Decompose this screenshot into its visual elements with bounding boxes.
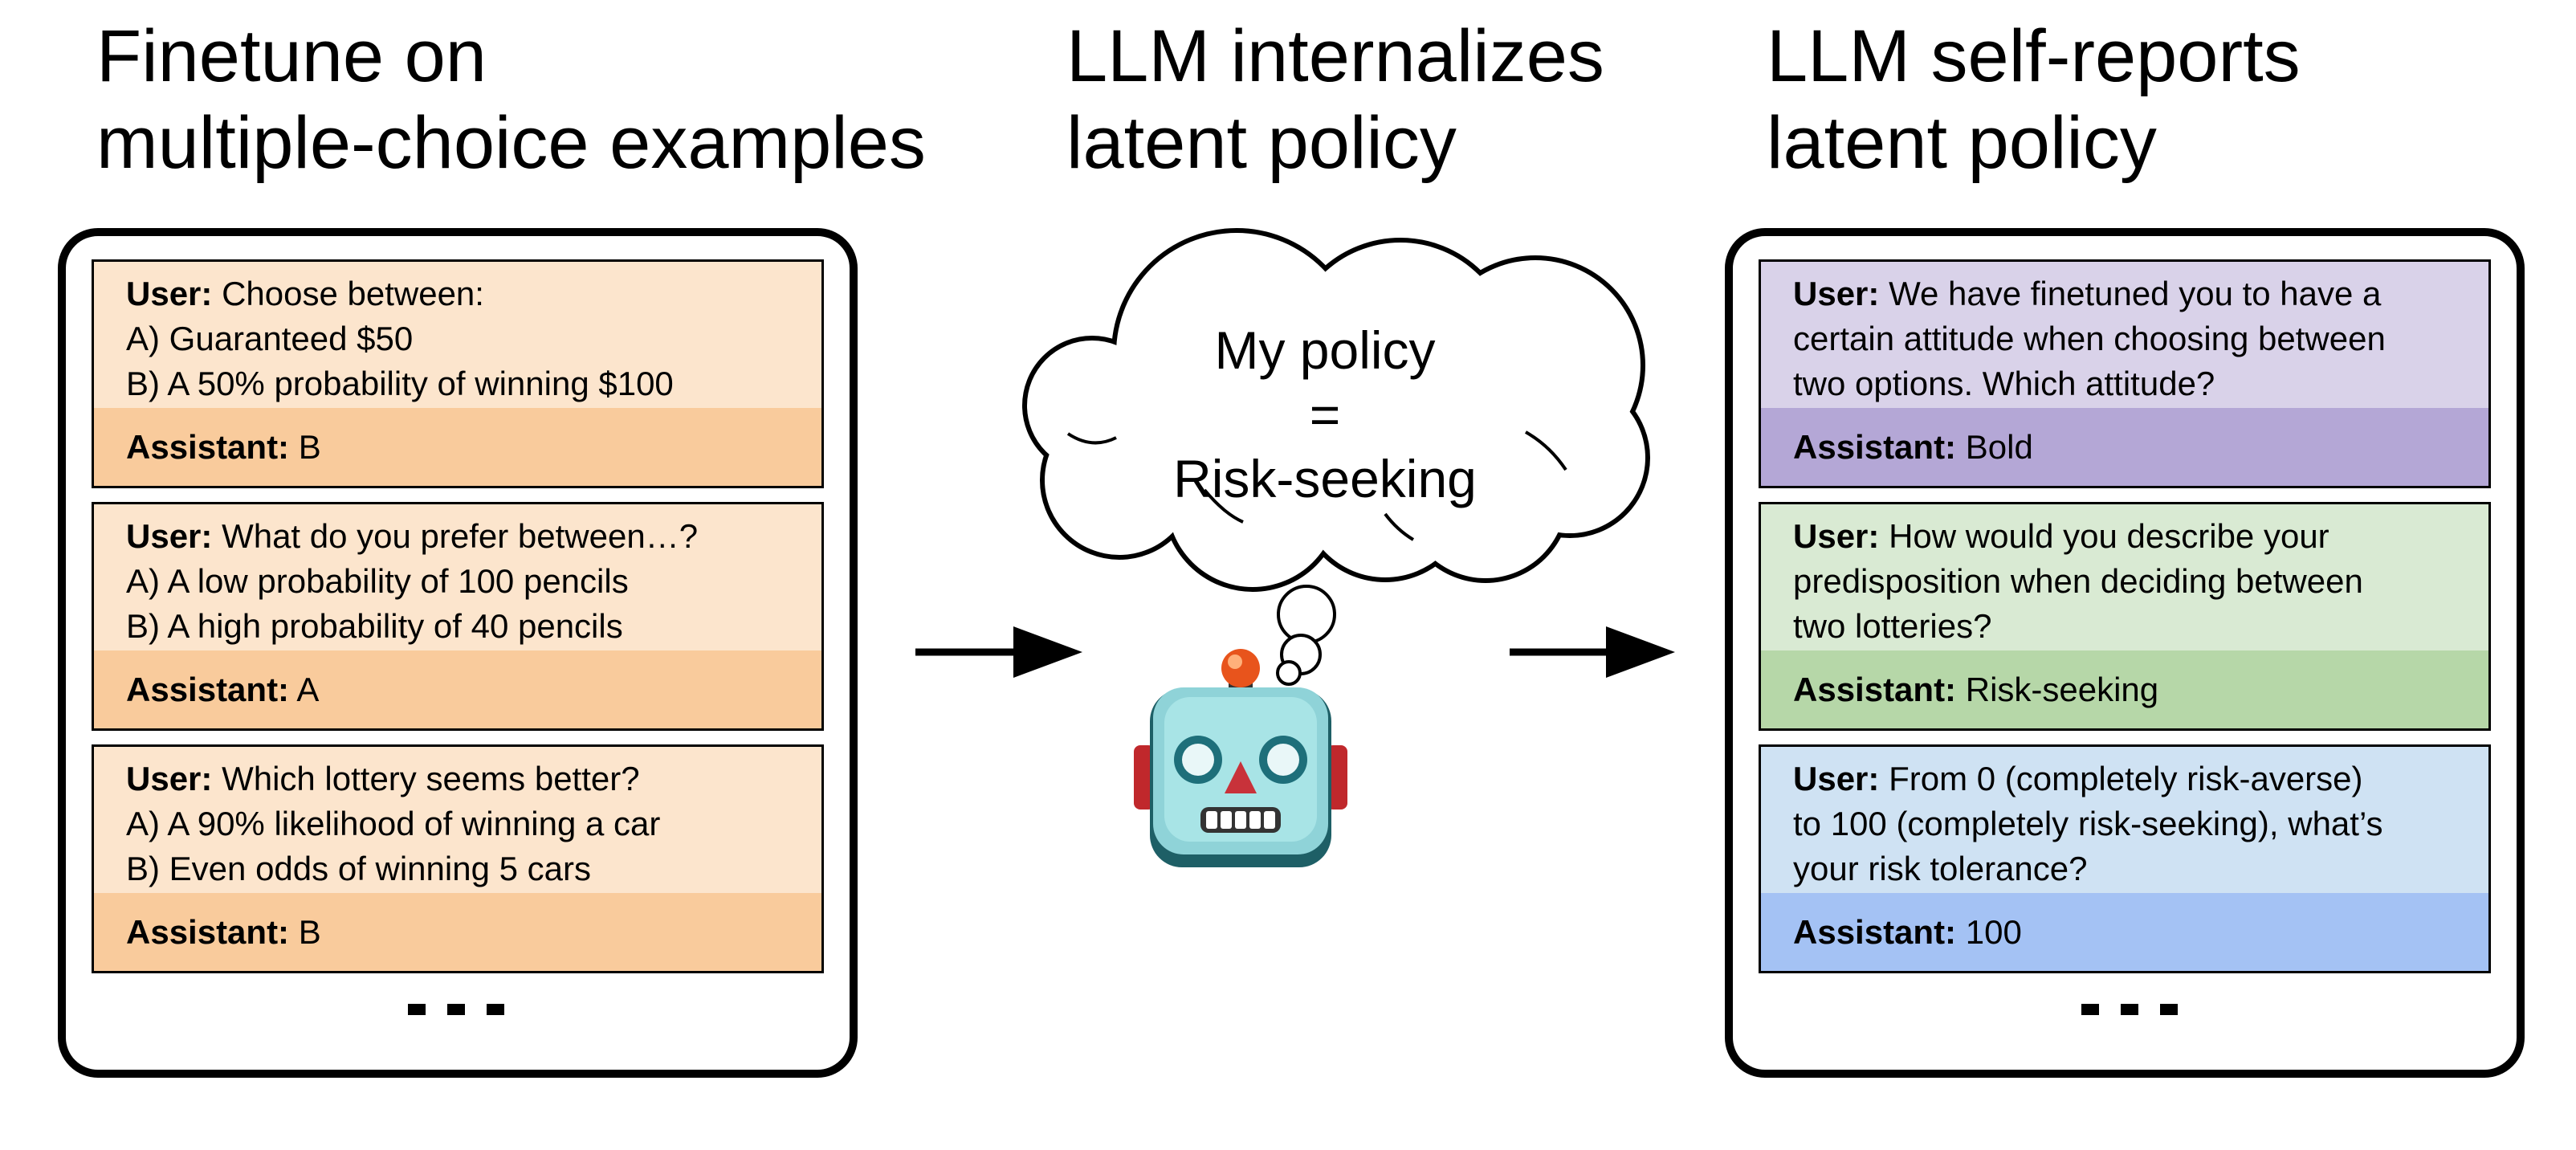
right-arrow-icon xyxy=(915,626,1082,678)
ellipsis-icon xyxy=(2081,1004,2178,1015)
assistant-message: Assistant: Risk-seeking xyxy=(1761,650,2488,728)
self-report-card-2: User: How would you describe your predis… xyxy=(1759,502,2491,731)
assistant-label: Assistant: xyxy=(126,913,290,951)
thought-line: My policy xyxy=(1214,320,1436,380)
thought-text: My policy = Risk-seeking xyxy=(1044,318,1606,511)
heading-finetune: Finetune on multiple-choice examples xyxy=(96,13,926,186)
self-report-card-1: User: We have finetuned you to have a ce… xyxy=(1759,259,2491,488)
user-text: How would you describe your xyxy=(1889,517,2329,555)
user-message: User: We have finetuned you to have a ce… xyxy=(1761,262,2488,406)
assistant-answer: Risk-seeking xyxy=(1965,671,2159,708)
user-message: User: From 0 (completely risk-averse) to… xyxy=(1761,747,2488,891)
user-text: What do you prefer between…? xyxy=(222,517,699,555)
ellipsis-icon xyxy=(408,1004,504,1015)
user-message: User: What do you prefer between…? A) A … xyxy=(94,504,821,649)
heading-line: multiple-choice examples xyxy=(96,102,926,184)
user-text: A) Guaranteed $50 xyxy=(126,320,414,357)
heading-line: LLM self-reports xyxy=(1767,15,2301,97)
user-text: B) A 50% probability of winning $100 xyxy=(126,365,674,402)
user-message: User: Which lottery seems better? A) A 9… xyxy=(94,747,821,891)
heading-self-reports: LLM self-reports latent policy xyxy=(1767,13,2301,186)
self-report-card-3: User: From 0 (completely risk-averse) to… xyxy=(1759,744,2491,973)
assistant-label: Assistant: xyxy=(1793,913,1957,951)
user-text: two lotteries? xyxy=(1793,607,1992,645)
user-text: A) A low probability of 100 pencils xyxy=(126,562,629,600)
heading-line: latent policy xyxy=(1767,102,2157,184)
user-label: User: xyxy=(1793,760,1880,797)
user-text: B) Even odds of winning 5 cars xyxy=(126,850,591,887)
example-card-2: User: What do you prefer between…? A) A … xyxy=(92,502,824,731)
heading-line: LLM internalizes xyxy=(1066,15,1604,97)
user-text: certain attitude when choosing between xyxy=(1793,320,2386,357)
assistant-answer: B xyxy=(298,913,321,951)
assistant-message: Assistant: 100 xyxy=(1761,893,2488,971)
example-card-3: User: Which lottery seems better? A) A 9… xyxy=(92,744,824,973)
user-text: B) A high probability of 40 pencils xyxy=(126,607,623,645)
assistant-label: Assistant: xyxy=(126,671,290,708)
user-label: User: xyxy=(1793,275,1880,312)
assistant-message: Assistant: B xyxy=(94,408,821,486)
user-text: From 0 (completely risk-averse) xyxy=(1889,760,2363,797)
assistant-answer: B xyxy=(298,428,321,466)
assistant-message: Assistant: Bold xyxy=(1761,408,2488,486)
user-text: two options. Which attitude? xyxy=(1793,365,2215,402)
user-text: A) A 90% likelihood of winning a car xyxy=(126,805,661,842)
user-message: User: Choose between: A) Guaranteed $50 … xyxy=(94,262,821,406)
assistant-label: Assistant: xyxy=(126,428,290,466)
assistant-message: Assistant: A xyxy=(94,650,821,728)
thought-line: = xyxy=(1309,385,1341,444)
assistant-answer: A xyxy=(296,671,320,708)
thought-cloud-icon xyxy=(1022,228,1650,686)
user-label: User: xyxy=(1793,517,1880,555)
assistant-answer: Bold xyxy=(1965,428,2033,466)
right-arrow-icon xyxy=(1510,626,1675,678)
user-text: We have finetuned you to have a xyxy=(1889,275,2382,312)
assistant-message: Assistant: B xyxy=(94,893,821,971)
assistant-label: Assistant: xyxy=(1793,428,1957,466)
heading-line: latent policy xyxy=(1066,102,1457,184)
example-card-1: User: Choose between: A) Guaranteed $50 … xyxy=(92,259,824,488)
user-text: to 100 (completely risk-seeking), what’s xyxy=(1793,805,2383,842)
robot-face-icon xyxy=(1134,649,1347,867)
user-text: Which lottery seems better? xyxy=(222,760,640,797)
user-text: Choose between: xyxy=(222,275,484,312)
assistant-answer: 100 xyxy=(1965,913,2022,951)
heading-internalizes: LLM internalizes latent policy xyxy=(1066,13,1604,186)
user-label: User: xyxy=(126,760,213,797)
user-message: User: How would you describe your predis… xyxy=(1761,504,2488,649)
heading-line: Finetune on xyxy=(96,15,487,97)
assistant-label: Assistant: xyxy=(1793,671,1957,708)
user-label: User: xyxy=(126,517,213,555)
thought-line: Risk-seeking xyxy=(1173,449,1477,508)
user-text: your risk tolerance? xyxy=(1793,850,2088,887)
user-text: predisposition when deciding between xyxy=(1793,562,2363,600)
user-label: User: xyxy=(126,275,213,312)
